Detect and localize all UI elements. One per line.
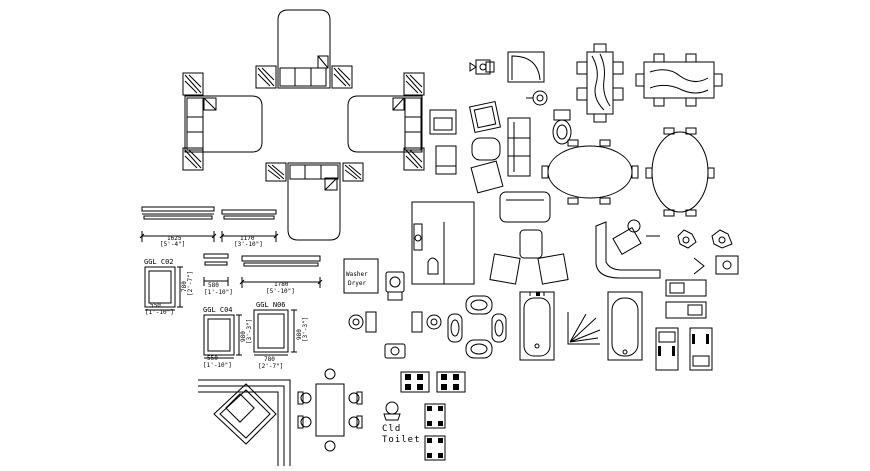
- dim-550-sub: [1'-10"]: [145, 309, 174, 316]
- bathtub-2: [607, 291, 643, 361]
- bathroom-room: [411, 201, 475, 285]
- dimension-labels: 1625 [5'-4"] 1170 [3'-10"] 1780 [5'-10"]…: [145, 235, 309, 370]
- label-toilet-cld: Cld: [382, 424, 401, 434]
- label-toilet: Toilet: [382, 435, 421, 445]
- label-dryer: Dryer: [348, 280, 366, 287]
- small-fixtures-top: [469, 59, 495, 75]
- dim-550: 550: [150, 302, 161, 309]
- dim-1170: 1170: [240, 235, 255, 242]
- window-ggl-c04: [203, 314, 242, 359]
- dim-780a-sub: [2'-7"]: [187, 271, 194, 296]
- profile-1170: [219, 209, 279, 242]
- dim-980a: 980: [240, 331, 247, 342]
- dim-980a-sub: [3'-3"]: [246, 319, 253, 344]
- dining-table-rect: [297, 368, 363, 452]
- dim-980b: 980: [296, 329, 303, 340]
- lavatories: [447, 295, 507, 359]
- door-swing: [507, 51, 548, 106]
- corner-sectional: [198, 379, 291, 466]
- profile-1780: [239, 255, 323, 288]
- bed-top: [255, 9, 353, 89]
- bed-left: [182, 72, 263, 171]
- label-ggl-n06: GGL N06: [256, 301, 286, 309]
- oval-table-1: [541, 139, 639, 205]
- window-ggl-c02: [144, 266, 183, 311]
- bathtub-1: [519, 291, 555, 361]
- dim-550b-sub: [1'-10"]: [203, 362, 232, 369]
- dim-1625-sub: [5'-4"]: [160, 241, 185, 248]
- window-ggl-n06: [253, 309, 297, 356]
- shower-corner: [567, 312, 601, 345]
- label-ggl-c02: GGL C02: [144, 258, 174, 266]
- dim-980b-sub: [3'-3"]: [302, 317, 309, 342]
- profile-1625: [139, 206, 217, 242]
- table-wood-2: [635, 53, 723, 107]
- bed-right: [347, 72, 425, 171]
- bed-bottom: [265, 162, 364, 241]
- label-ggl-c04: GGL C04: [203, 306, 233, 314]
- solid-details: [405, 292, 709, 458]
- profile-580: [203, 253, 229, 286]
- table-wood-1: [576, 43, 624, 123]
- dim-780b: 780: [264, 356, 275, 363]
- wc-units: [655, 255, 739, 371]
- toilet-symbol: [383, 401, 401, 421]
- dim-1780-sub: [5'-10"]: [266, 288, 295, 295]
- dim-550b: 550: [207, 355, 218, 362]
- toilet-top: [552, 109, 572, 145]
- oval-table-2: [645, 127, 715, 217]
- dim-1780: 1780: [274, 281, 289, 288]
- desk-units: [400, 371, 466, 461]
- lounge-set: [429, 100, 569, 285]
- dim-580: 580: [208, 282, 219, 289]
- dim-1170-sub: [3'-10"]: [234, 241, 263, 248]
- plants: [677, 229, 733, 249]
- fixtures-left: [348, 271, 442, 359]
- washer-dryer: [343, 258, 379, 294]
- dim-780a: 780: [181, 281, 188, 292]
- dim-1625: 1625: [167, 235, 182, 242]
- dim-780b-sub: [2'-7"]: [258, 363, 283, 370]
- label-washer: Washer: [346, 271, 368, 278]
- item-labels: GGL C02 GGL C04 GGL N06 Washer Dryer Cld…: [144, 258, 421, 445]
- dim-580-sub: [1'-10"]: [204, 289, 233, 296]
- curved-desk: [595, 219, 661, 279]
